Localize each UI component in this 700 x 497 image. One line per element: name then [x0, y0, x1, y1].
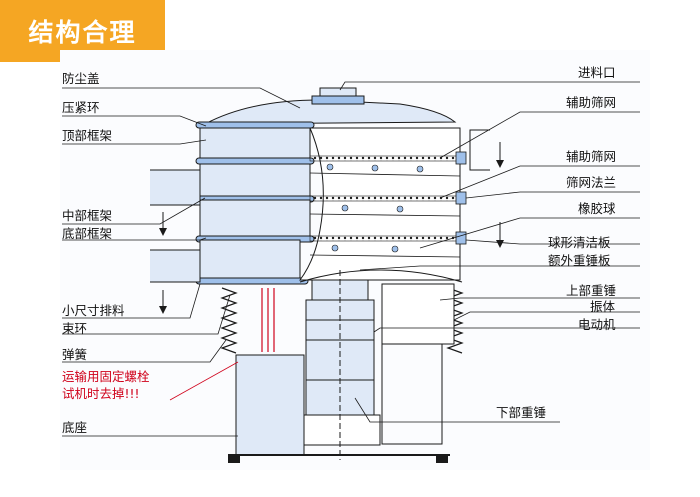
label-bottom-frame: 底部框架	[62, 226, 113, 241]
label-motor: 电动机	[578, 317, 616, 332]
label-top-frame: 顶部框架	[62, 128, 113, 143]
frames	[195, 121, 315, 285]
dust-cover	[204, 87, 457, 125]
label-ball-cleaning-plate: 球形清洁板	[548, 235, 611, 250]
label-vibrating-body: 振体	[590, 299, 616, 314]
label-base: 底座	[62, 420, 88, 435]
base	[228, 354, 450, 463]
label-middle-frame: 中部框架	[62, 208, 113, 223]
banner-title: 结构合理	[28, 18, 137, 47]
transport-bolts	[261, 288, 275, 352]
label-warning-line1: 运输用固定螺栓	[62, 369, 150, 384]
leader-lines-left	[62, 87, 301, 437]
label-clamp-ring: 压紧环	[62, 100, 100, 115]
label-aux-screen-1: 辅助筛网	[566, 95, 617, 110]
label-feed-inlet: 进料口	[578, 65, 616, 80]
label-band-ring: 束环	[62, 321, 88, 336]
label-dust-cover: 防尘盖	[62, 71, 100, 86]
label-lower-weight: 下部重锤	[496, 405, 547, 420]
label-extra-weight-plate: 额外重锤板	[548, 253, 611, 268]
discharge-outlets	[150, 129, 504, 314]
label-spring: 弹簧	[62, 347, 88, 362]
motor-assembly	[299, 270, 455, 460]
label-warning-line2: 试机时去掉!!!	[62, 386, 140, 401]
label-small-discharge: 小尺寸排料	[62, 303, 125, 318]
label-upper-weight: 上部重锤	[566, 283, 617, 298]
label-aux-screen-2: 辅助筛网	[566, 149, 617, 164]
label-screen-flange: 筛网法兰	[566, 175, 617, 190]
leader-lines-right	[339, 81, 640, 423]
label-rubber-ball: 橡胶球	[578, 201, 616, 216]
cutaway-interior	[299, 127, 467, 283]
